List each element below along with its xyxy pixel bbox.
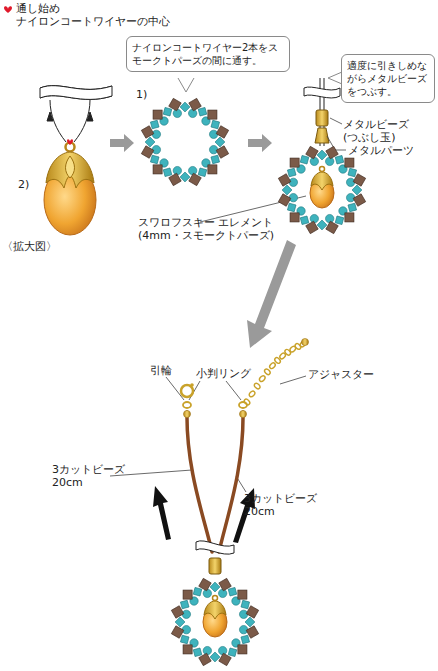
drop-pendant (44, 139, 96, 235)
callout-pointer (328, 72, 342, 84)
part-label: 小判リング (196, 367, 251, 380)
part-label: 2) (18, 178, 29, 191)
part-label: 通し始め (16, 2, 60, 15)
clasp (181, 383, 247, 417)
crimp-bead (316, 110, 328, 126)
heart-symbol (4, 6, 12, 13)
adjuster-end (302, 339, 309, 346)
small-pendant (310, 167, 334, 209)
callout-text: 適度に引きしめながらメタルビーズをつぶす。 (347, 59, 429, 98)
metal-part (315, 128, 329, 143)
small-pendant (203, 596, 227, 638)
callout-text: ナイロンコートワイヤー2本をスモークトパーズの間に通す。 (132, 41, 284, 67)
wire-break (196, 541, 234, 554)
callout-box: 適度に引きしめながらメタルビーズをつぶす。 (341, 54, 435, 103)
step-arrow (110, 134, 296, 348)
part-label: 1) (136, 88, 147, 101)
part-label: 〈拡大図〉 (2, 240, 57, 253)
part-label: スワロフスキー エレメント (4mm・スモークトパーズ) (138, 216, 288, 242)
crimp-bead (209, 558, 221, 574)
callout-pointer (178, 78, 194, 92)
part-label: 引輪 (150, 364, 172, 377)
bead-ring (278, 146, 365, 233)
part-label: メタルビーズ (つぶし玉) (343, 118, 423, 144)
bead-ring (141, 98, 228, 185)
part-label: ナイロンコートワイヤーの中心 (16, 15, 170, 28)
part-label: アジャスター (308, 368, 374, 381)
part-label: 3カットビーズ 20cm (244, 492, 330, 518)
adjuster-chain (243, 340, 307, 406)
wire (40, 86, 112, 142)
wire (304, 78, 340, 146)
bead-ring (141, 98, 365, 665)
pull-arrow (153, 486, 255, 543)
part-label: メタルパーツ (348, 144, 414, 157)
wire-arrow (47, 112, 93, 121)
cord (187, 412, 243, 552)
bead-ring (171, 578, 258, 665)
leader-line (110, 118, 346, 492)
callout-box: ナイロンコートワイヤー2本をスモークトパーズの間に通す。 (126, 36, 290, 72)
part-label: 3カットビーズ 20cm (52, 463, 138, 489)
wire-break (40, 86, 112, 100)
